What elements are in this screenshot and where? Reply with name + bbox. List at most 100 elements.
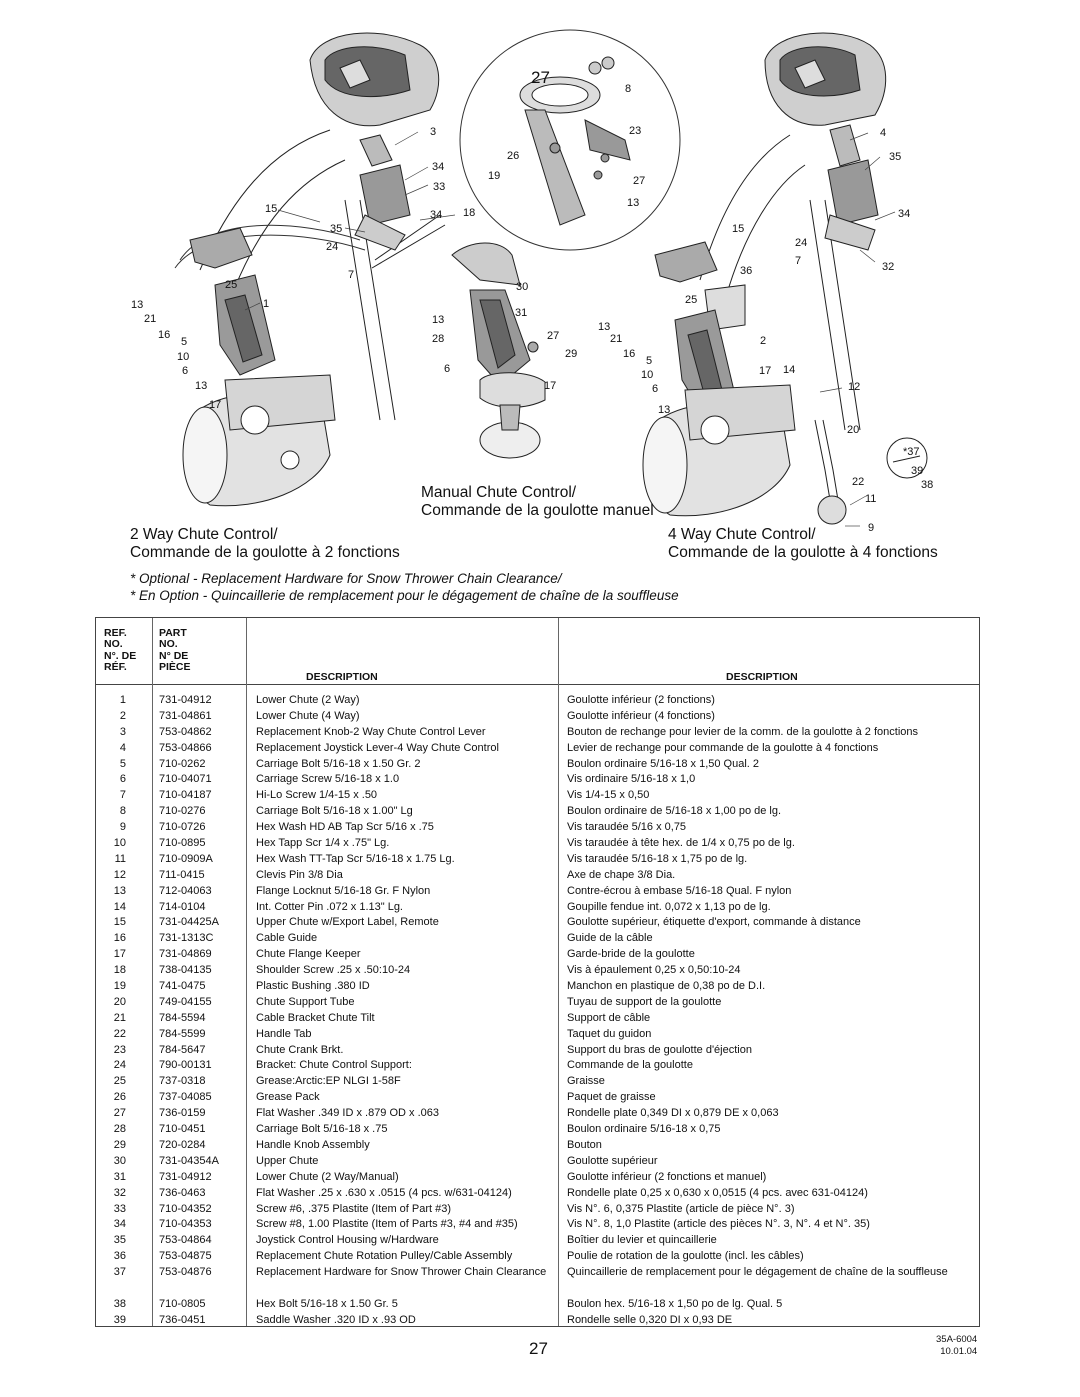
column-divider bbox=[246, 618, 247, 1326]
part-number-cell: 710-0262 bbox=[159, 757, 206, 770]
description-en-cell: Chute Crank Brkt. bbox=[256, 1043, 344, 1056]
svg-text:31: 31 bbox=[515, 307, 527, 319]
description-en-cell: Int. Cotter Pin .072 x 1.13" Lg. bbox=[256, 900, 403, 913]
ref-cell: 19 bbox=[113, 980, 126, 993]
svg-text:27: 27 bbox=[547, 330, 559, 342]
description-en-cell: Lower Chute (2 Way/Manual) bbox=[256, 1170, 399, 1183]
ref-cell: 28 bbox=[113, 1123, 126, 1136]
description-fr-cell: Contre-écrou à embase 5/16-18 Qual. F ny… bbox=[567, 884, 792, 897]
description-fr-cell: Goulotte supérieur bbox=[567, 1154, 658, 1167]
part-number-cell: 710-04071 bbox=[159, 773, 212, 786]
description-en-cell: Carriage Bolt 5/16-18 x .75 bbox=[256, 1123, 388, 1136]
description-fr-cell: Vis taraudée 5/16-18 x 1,75 po de lg. bbox=[567, 852, 748, 865]
svg-text:13: 13 bbox=[627, 197, 639, 209]
svg-text:32: 32 bbox=[882, 261, 894, 273]
column-divider bbox=[558, 618, 559, 1326]
svg-text:23: 23 bbox=[629, 125, 641, 137]
svg-text:26: 26 bbox=[507, 150, 519, 162]
ref-cell: 16 bbox=[113, 932, 126, 945]
optional-note-en: * Optional - Replacement Hardware for Sn… bbox=[130, 571, 562, 586]
part-number-cell: 737-0318 bbox=[159, 1075, 206, 1088]
description-fr-cell: Rondelle plate 0,25 x 0,630 x 0,0515 (4 … bbox=[567, 1186, 868, 1199]
part-number-cell: 710-0451 bbox=[159, 1123, 206, 1136]
svg-text:11: 11 bbox=[865, 493, 876, 505]
description-en-cell: Grease:Arctic:EP NLGI 1-58F bbox=[256, 1075, 401, 1088]
ref-cell: 18 bbox=[113, 964, 126, 977]
ref-cell: 11 bbox=[114, 852, 126, 865]
description-fr-cell: Axe de chape 3/8 Dia. bbox=[567, 868, 676, 881]
ref-cell: 8 bbox=[119, 805, 126, 818]
description-fr-cell: Vis ordinaire 5/16-18 x 1,0 bbox=[567, 773, 696, 786]
ref-cell: 26 bbox=[113, 1091, 126, 1104]
description-fr-cell: Taquet du guidon bbox=[567, 1027, 652, 1040]
svg-text:6: 6 bbox=[444, 363, 450, 375]
svg-text:35: 35 bbox=[889, 151, 901, 163]
ref-cell: 34 bbox=[113, 1218, 126, 1231]
description-fr-cell: Boulon ordinaire 5/16-18 x 0,75 bbox=[567, 1123, 721, 1136]
description-en-cell: Replacement Hardware for Snow Thrower Ch… bbox=[256, 1266, 547, 1279]
ref-cell: 3 bbox=[119, 725, 126, 738]
ref-cell: 23 bbox=[113, 1043, 126, 1056]
part-number-cell: 710-04352 bbox=[159, 1202, 212, 1215]
part-number-cell: 731-04912 bbox=[159, 694, 212, 706]
part-number-cell: 710-04353 bbox=[159, 1218, 212, 1231]
svg-text:24: 24 bbox=[326, 241, 338, 253]
ref-cell: 39 bbox=[113, 1313, 126, 1326]
description-en-cell: Saddle Washer .320 ID x .93 OD bbox=[256, 1313, 416, 1326]
part-number-cell: 753-04862 bbox=[159, 725, 212, 738]
description-en-cell: Screw #6, .375 Plastite (Item of Part #3… bbox=[256, 1202, 452, 1215]
ref-cell: 2 bbox=[119, 709, 126, 722]
part-number-cell: 710-04187 bbox=[159, 789, 212, 802]
ref-cell: 31 bbox=[113, 1170, 126, 1183]
ref-cell: 1 bbox=[119, 694, 126, 706]
svg-text:20: 20 bbox=[847, 424, 859, 436]
part-number-cell: 714-0104 bbox=[159, 900, 206, 913]
svg-text:36: 36 bbox=[740, 265, 752, 277]
ref-cell: 35 bbox=[113, 1234, 126, 1247]
part-number-cell: 753-04876 bbox=[159, 1266, 212, 1279]
description-en-cell: Shoulder Screw .25 x .50:10-24 bbox=[256, 964, 411, 977]
ref-cell: 24 bbox=[113, 1059, 126, 1072]
part-number-cell: 731-1313C bbox=[159, 932, 214, 945]
svg-text:25: 25 bbox=[225, 279, 237, 291]
description-fr-cell: Support de câble bbox=[567, 1011, 651, 1024]
description-fr-cell: Vis N°. 8, 1,0 Plastite (article des piè… bbox=[567, 1218, 870, 1231]
part-number-cell: 710-0895 bbox=[159, 837, 206, 850]
ref-cell: 6 bbox=[119, 773, 126, 786]
description-en-cell: Hi-Lo Screw 1/4-15 x .50 bbox=[256, 789, 378, 802]
column-divider bbox=[152, 618, 153, 1326]
ref-cell: 13 bbox=[113, 884, 126, 897]
header-description-en: DESCRIPTION bbox=[306, 671, 378, 683]
ref-cell: 12 bbox=[113, 868, 126, 881]
leader-lines bbox=[244, 131, 896, 527]
svg-text:13: 13 bbox=[131, 299, 143, 311]
part-number-cell: 753-04866 bbox=[159, 741, 212, 754]
part-number-cell: 738-04135 bbox=[159, 964, 212, 977]
svg-text:38: 38 bbox=[921, 479, 933, 491]
description-fr-cell: Boulon ordinaire 5/16-18 x 1,50 Qual. 2 bbox=[567, 757, 760, 770]
svg-text:10: 10 bbox=[641, 369, 653, 381]
svg-text:3: 3 bbox=[430, 126, 436, 138]
manual-caption-line2: Commande de la goulotte manuel bbox=[421, 502, 654, 519]
description-fr-cell: Support du bras de goulotte d'éjection bbox=[567, 1043, 752, 1056]
description-en-cell: Flange Locknut 5/16-18 Gr. F Nylon bbox=[256, 884, 431, 897]
description-en-cell: Replacement Chute Rotation Pulley/Cable … bbox=[256, 1250, 513, 1263]
